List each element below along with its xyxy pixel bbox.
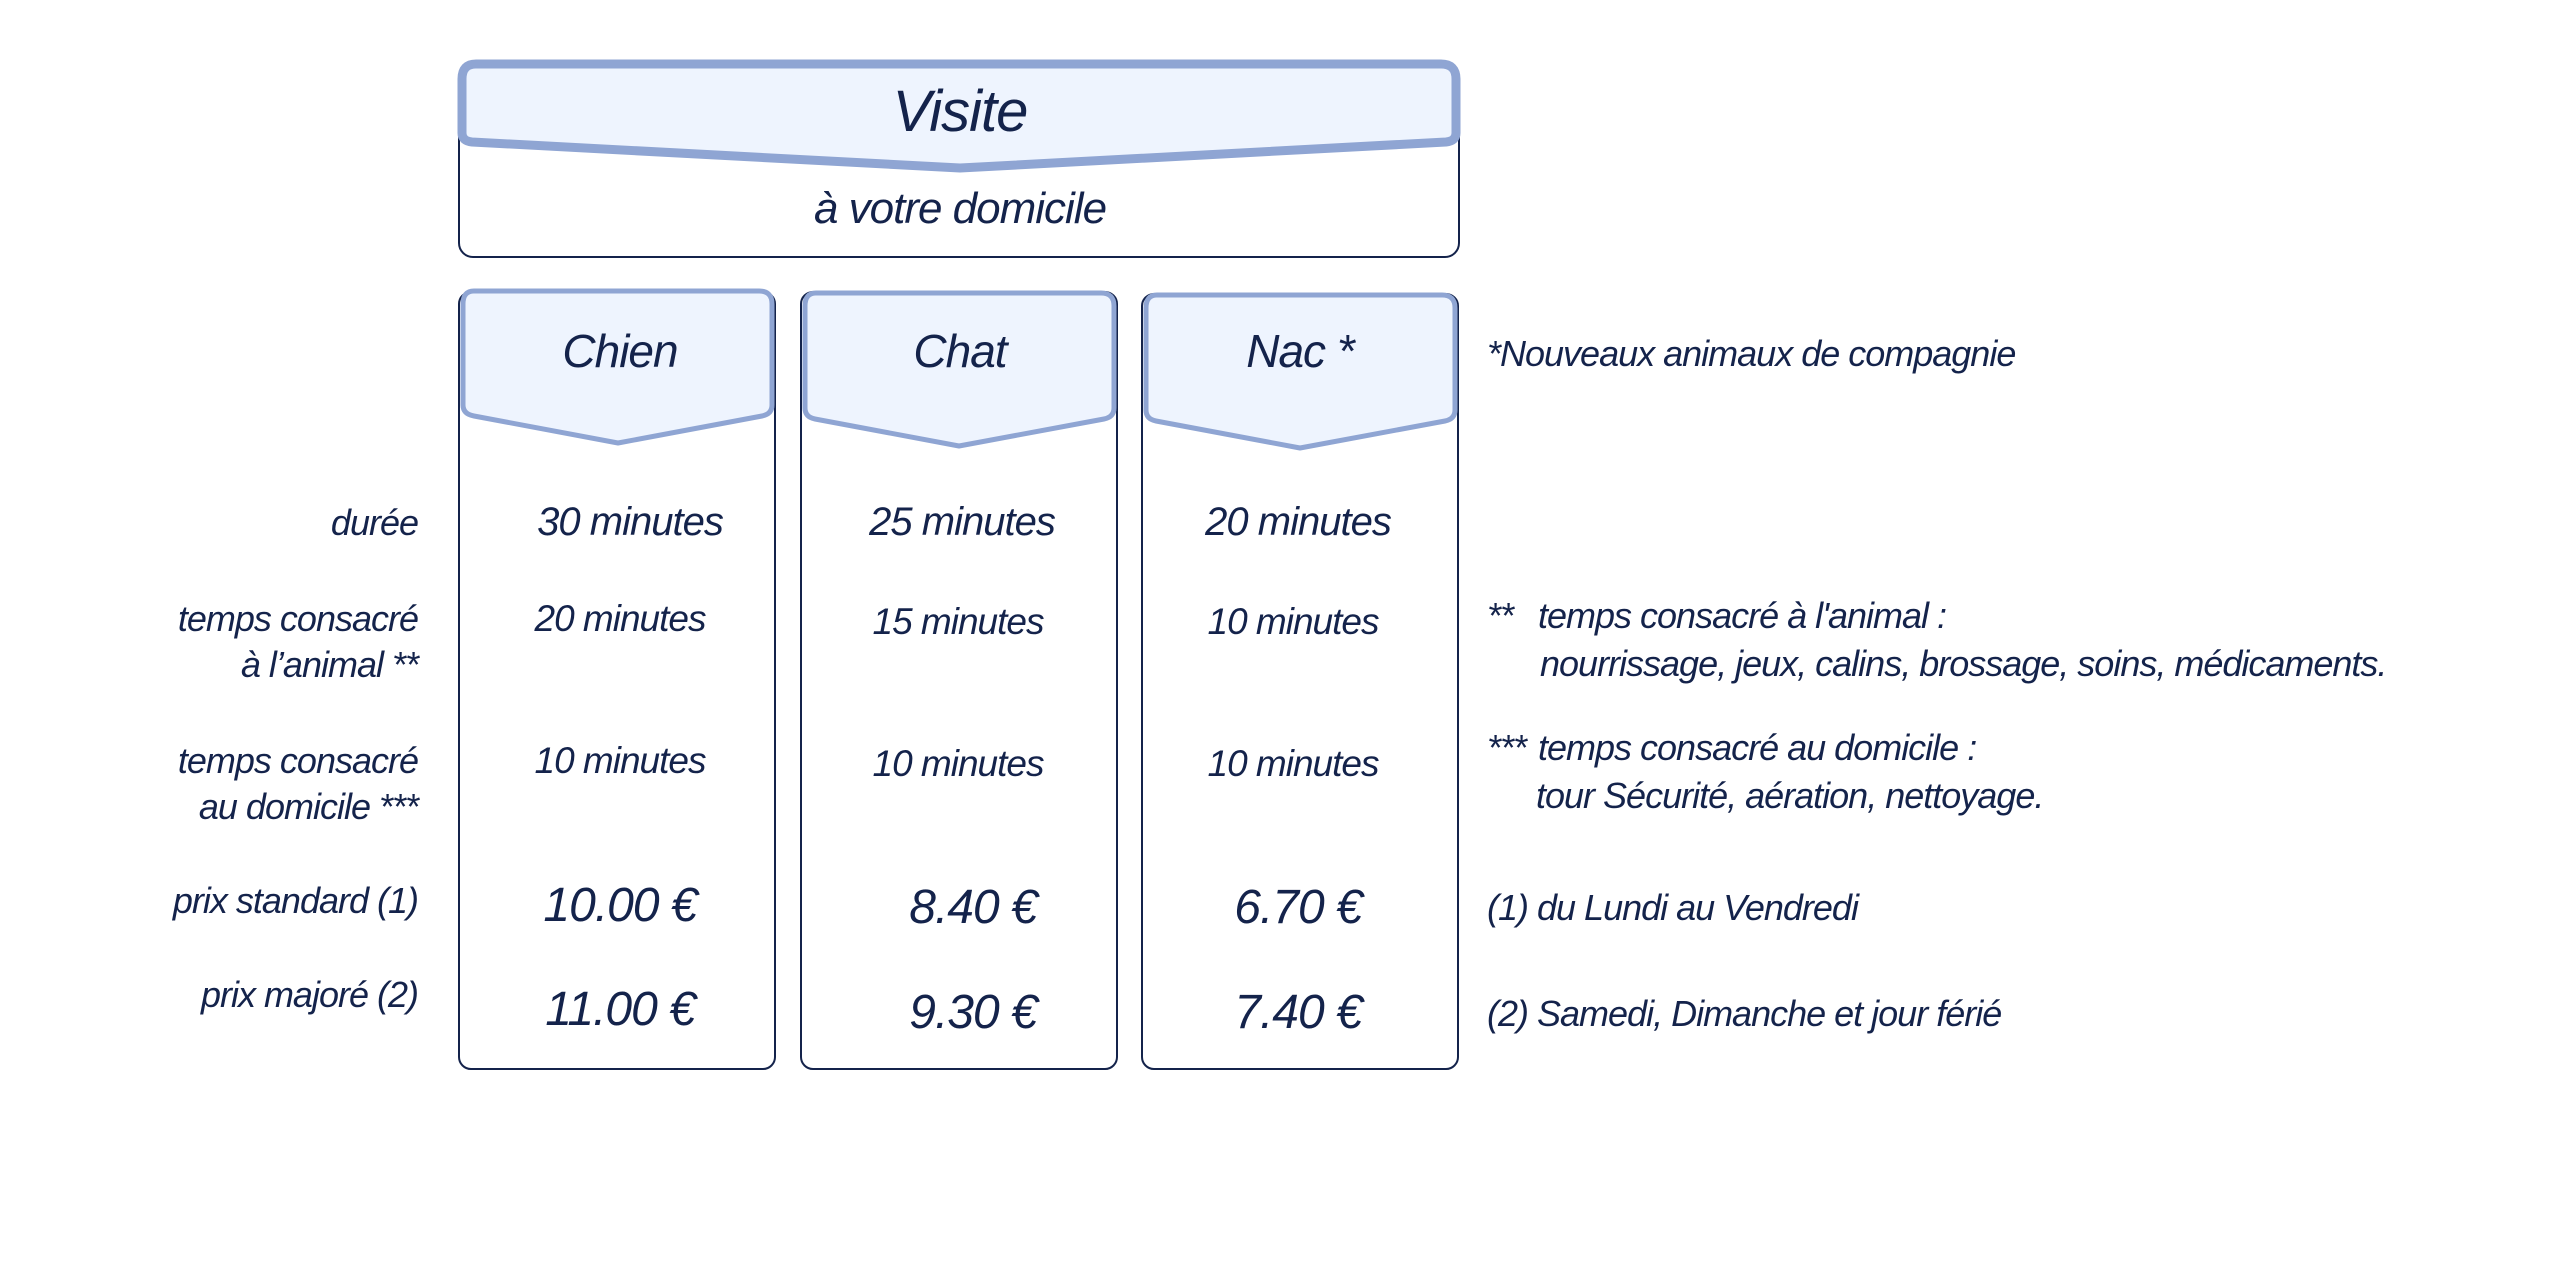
note-prix-standard: (1) du Lundi au Vendredi [1487,887,1859,928]
cell-nac-temps-domicile: 10 minutes [1207,743,1380,784]
column-header-chat [802,290,1117,449]
cell-chien-duree: 30 minutes [537,500,724,544]
column-title-nac: Nac * [1246,325,1354,377]
column-title-chat: Chat [913,325,1007,377]
note-animal-mark: ** [1487,595,1514,636]
cell-nac-prix-standard: 6.70 € [1234,881,1362,934]
cell-nac-duree: 20 minutes [1205,500,1392,544]
cell-chat-prix-standard: 8.40 € [909,881,1037,934]
note-domicile-title: temps consacré au domicile : [1538,727,1977,768]
row-label-prix-standard: prix standard (1) [172,880,419,921]
row-label-temps-domicile-line1: temps consacré [177,740,419,781]
header-banner [457,59,1461,173]
cell-nac-temps-animal: 10 minutes [1207,601,1380,642]
cell-nac-prix-majore: 7.40 € [1234,986,1362,1039]
cell-chien-temps-domicile: 10 minutes [534,740,707,781]
visit-title: Visite [892,79,1029,144]
cell-chat-temps-domicile: 10 minutes [872,743,1045,784]
note-nac: *Nouveaux animaux de compagnie [1487,333,2016,374]
cell-chien-temps-animal: 20 minutes [534,598,707,639]
cell-chat-duree: 25 minutes [869,500,1056,544]
note-animal-detail: nourrissage, jeux, calins, brossage, soi… [1540,643,2387,684]
cell-chien-prix-majore: 11.00 € [545,983,696,1036]
column-header-chien [460,288,775,446]
row-label-temps-animal-line2: à l’animal ** [240,644,419,685]
cell-chat-prix-majore: 9.30 € [909,986,1037,1039]
column-header-nac [1143,292,1458,451]
row-label-duree: durée [330,502,419,543]
cell-chat-temps-animal: 15 minutes [872,601,1045,642]
row-label-temps-domicile-line2: au domicile *** [198,786,419,827]
column-title-chien: Chien [562,325,678,377]
row-label-temps-animal-line1: temps consacré [177,598,419,639]
cell-chien-prix-standard: 10.00 € [543,879,697,932]
note-animal-title: temps consacré à l'animal : [1538,595,1947,636]
row-label-prix-majore: prix majoré (2) [200,974,419,1015]
note-domicile-detail: tour Sécurité, aération, nettoyage. [1536,775,2044,816]
note-domicile-mark: *** [1487,727,1527,768]
note-prix-majore: (2) Samedi, Dimanche et jour férié [1487,993,2002,1034]
visit-subtitle: à votre domicile [813,184,1107,233]
